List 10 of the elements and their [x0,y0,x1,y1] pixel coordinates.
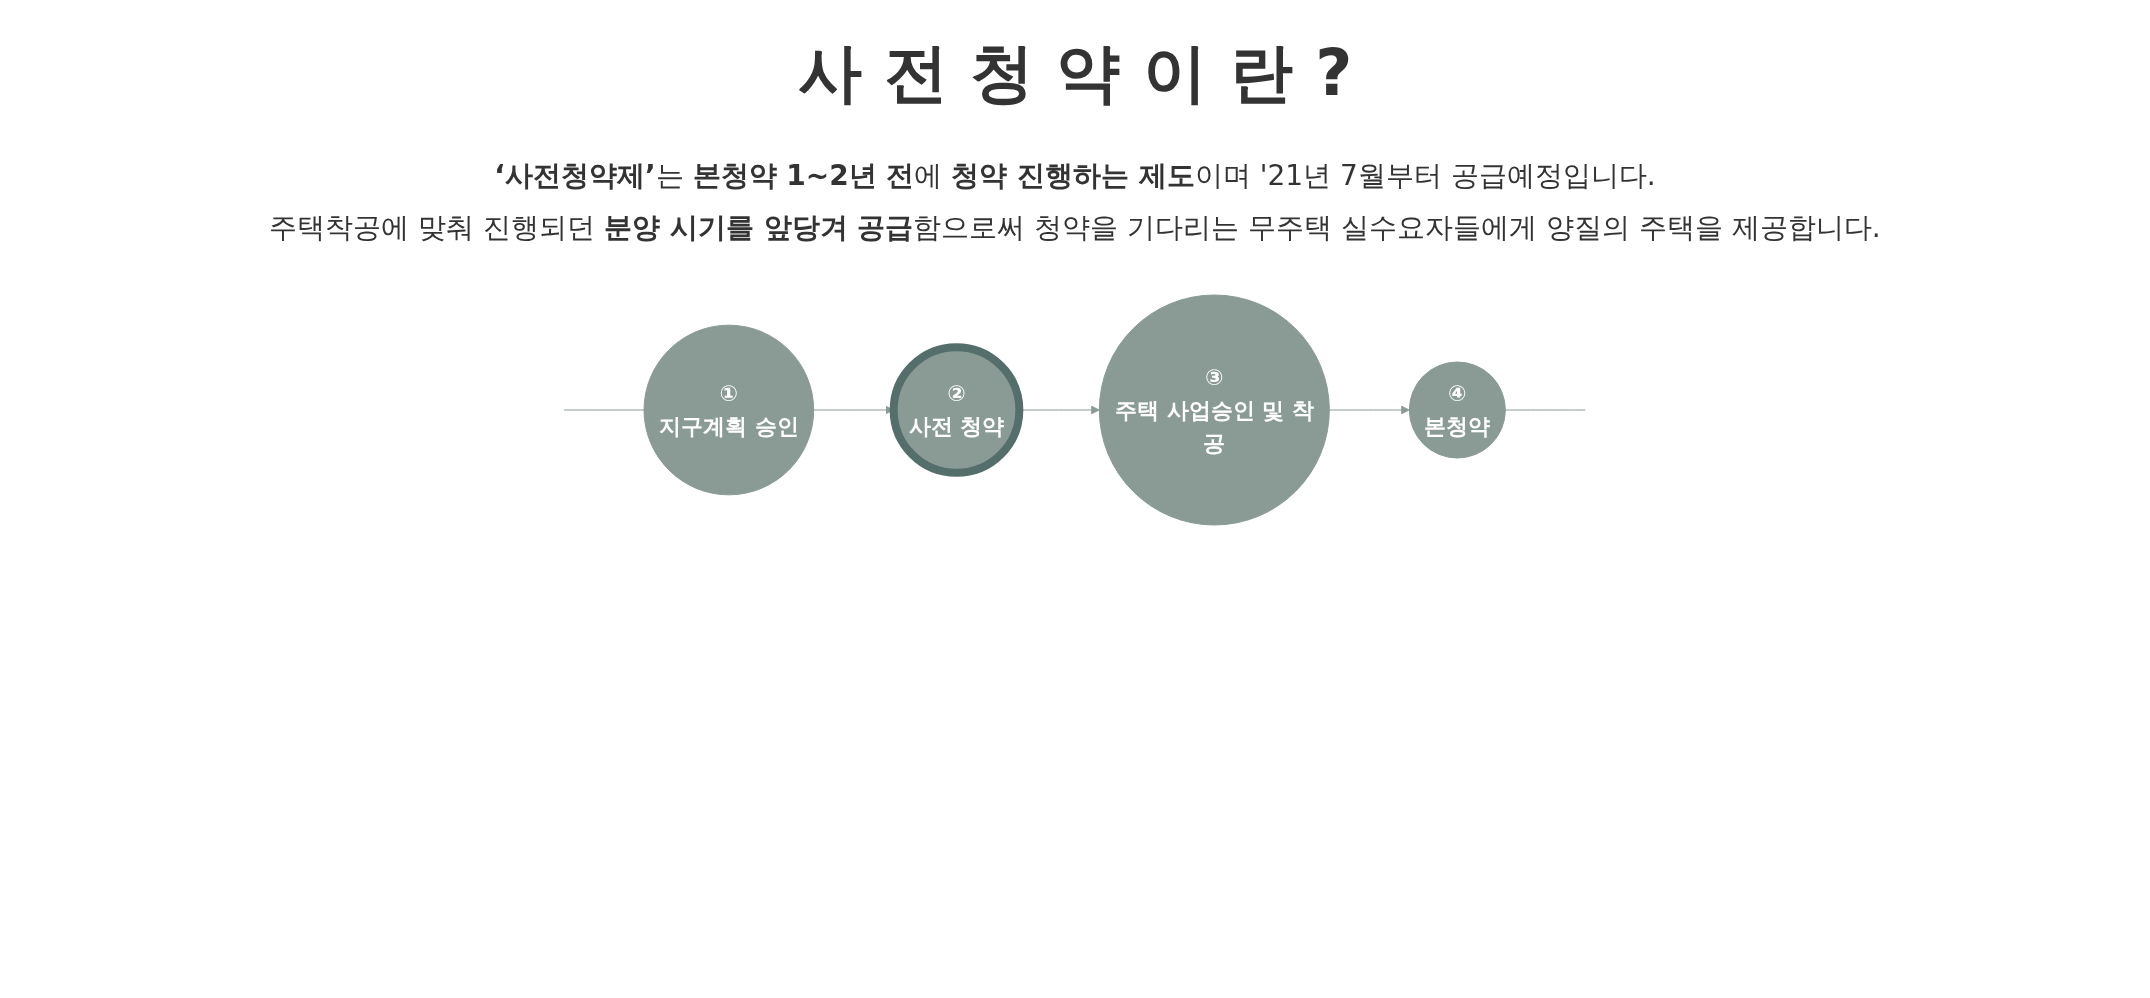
description-text: ‘사전청약제’는 본청약 1~2년 전에 청약 진행하는 제도이며 '21년 7월부터 공급예정입니다. [493,158,1657,194]
node-circle: ② 사전 청약 [890,343,1024,477]
description-text: 주택착공에 맞춰 진행되던 분양 시기를 앞당겨 공급함으로써 청약을 기다리는 무주택 실수요자들에게 양질의 주택을 제공합니다. [268,210,1882,246]
node-circle: ① 지구계획 승인 [643,324,815,496]
page-title: 사 전 청 약 이 란 ? [796,35,1354,112]
node-circle: ④ 본청약 [1409,361,1507,459]
connector [1505,409,1587,411]
connector [563,409,645,411]
arrow [1329,405,1411,415]
node-circle: ③ 주택 사업승인 및 착공 [1099,294,1331,526]
